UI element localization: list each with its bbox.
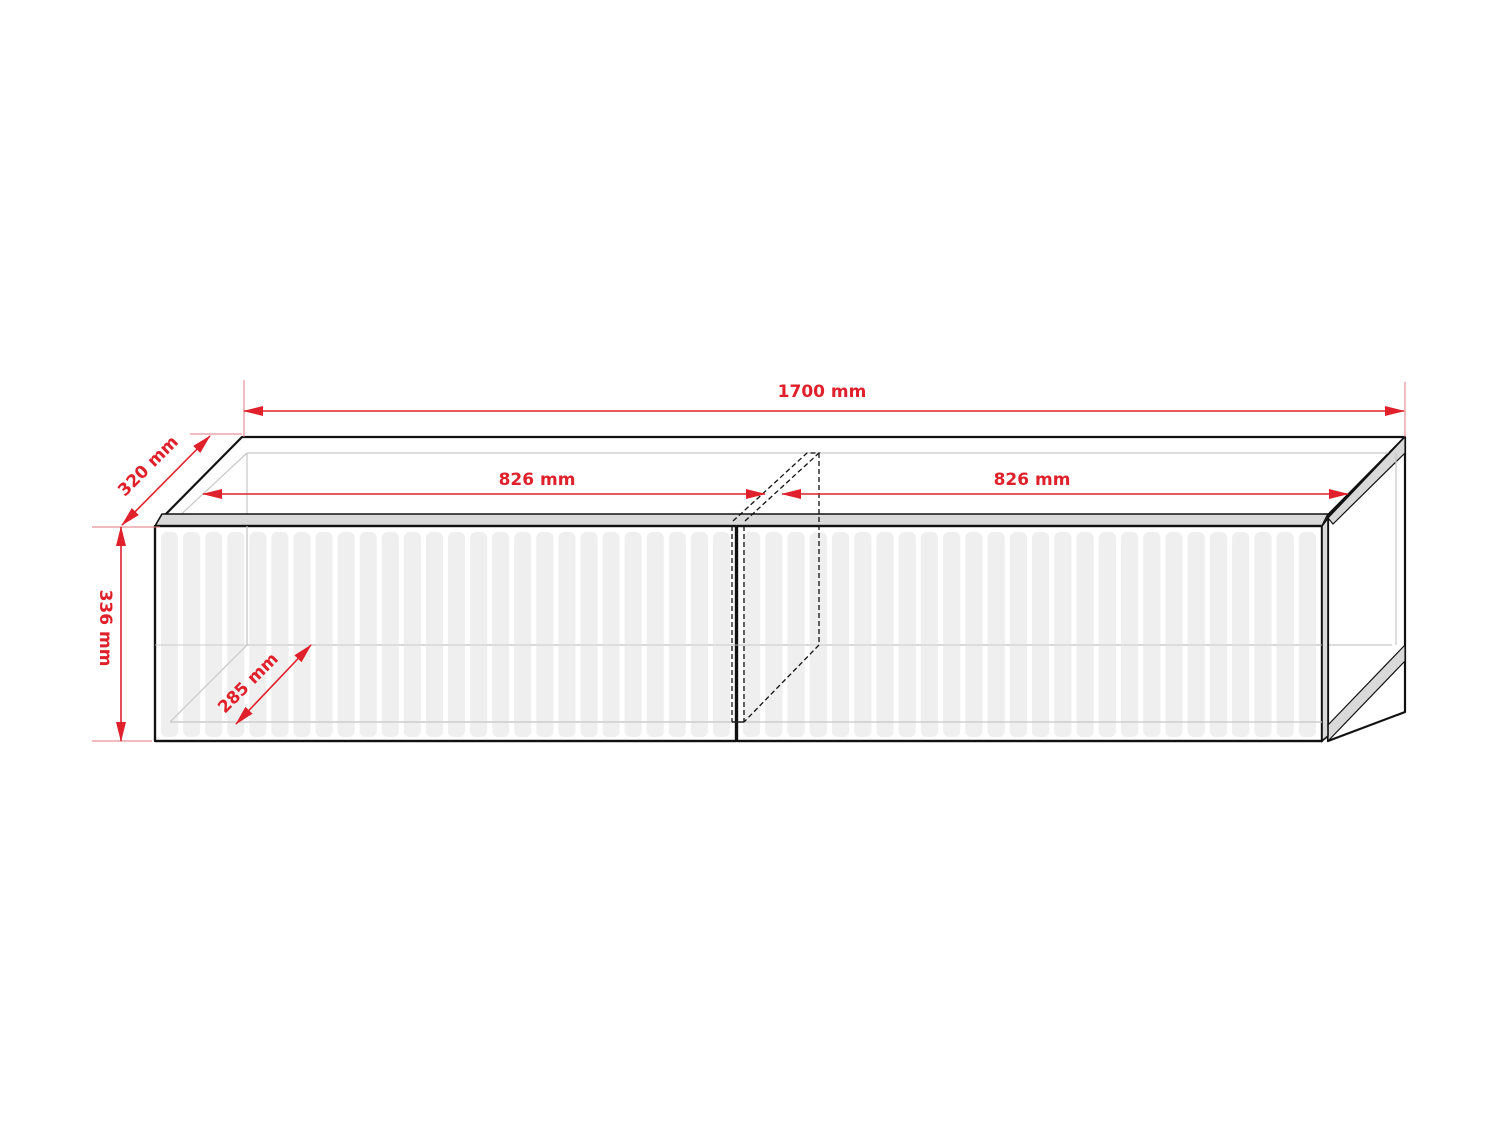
flute bbox=[271, 532, 289, 737]
flute bbox=[1054, 532, 1072, 737]
right-door-edge bbox=[1321, 515, 1329, 743]
flute bbox=[943, 532, 961, 737]
dimension-left-front-width: 826 mm bbox=[202, 470, 766, 499]
flute bbox=[492, 532, 510, 737]
dimension-height: 336 mm bbox=[92, 526, 152, 742]
flute bbox=[831, 532, 850, 737]
flute bbox=[183, 532, 201, 737]
flute bbox=[205, 532, 223, 737]
flute bbox=[1143, 532, 1161, 737]
right-side-top-edge bbox=[1327, 435, 1406, 525]
flute bbox=[1209, 532, 1228, 737]
dimension-label-total-width: 1700 mm bbox=[778, 382, 867, 402]
flute bbox=[514, 532, 532, 737]
flute bbox=[470, 532, 488, 737]
flute bbox=[787, 532, 805, 737]
flutes bbox=[161, 532, 1316, 737]
flute bbox=[712, 532, 730, 737]
flute bbox=[743, 532, 761, 737]
flute bbox=[1009, 532, 1027, 737]
flute bbox=[1276, 532, 1294, 737]
flute bbox=[1120, 532, 1139, 737]
flute bbox=[381, 532, 399, 737]
flute bbox=[646, 532, 664, 737]
flute bbox=[1165, 532, 1183, 737]
dimension-label-depth: 320 mm bbox=[114, 432, 182, 500]
dimension-total-width: 1700 mm bbox=[243, 380, 1406, 437]
flute bbox=[580, 532, 598, 737]
flute bbox=[448, 532, 466, 737]
flute bbox=[403, 532, 421, 737]
dimension-label-height: 336 mm bbox=[95, 590, 115, 667]
flute bbox=[161, 532, 179, 737]
right-side-bottom-edge bbox=[1327, 643, 1406, 743]
dimension-right-front-width: 826 mm bbox=[781, 470, 1349, 499]
flute bbox=[602, 532, 620, 737]
flute bbox=[765, 532, 783, 737]
flute bbox=[359, 532, 377, 737]
inner-left-diagonal-through-door bbox=[169, 644, 248, 723]
flute bbox=[536, 532, 554, 737]
flute bbox=[425, 532, 443, 737]
flute bbox=[293, 532, 311, 737]
flute bbox=[1076, 532, 1094, 737]
flute bbox=[1254, 532, 1272, 737]
dimension-label-right-front: 826 mm bbox=[994, 470, 1071, 490]
flute bbox=[1298, 532, 1316, 737]
flute bbox=[854, 532, 872, 737]
flute bbox=[1187, 532, 1205, 737]
flute bbox=[624, 532, 642, 737]
cabinet-top-face bbox=[160, 435, 1407, 520]
flute bbox=[1232, 532, 1250, 737]
flute bbox=[558, 532, 576, 737]
hidden-center-divider bbox=[731, 452, 821, 723]
inner-left-diagonal-top bbox=[174, 452, 248, 521]
flute bbox=[668, 532, 686, 737]
flute bbox=[965, 532, 983, 737]
dimension-label-left-front: 826 mm bbox=[499, 470, 576, 490]
flute bbox=[898, 532, 916, 737]
flute bbox=[337, 532, 355, 737]
flute bbox=[315, 532, 333, 737]
front-top-edge-strip bbox=[153, 513, 1330, 527]
flute bbox=[987, 532, 1005, 737]
flute bbox=[1032, 532, 1050, 737]
flute bbox=[920, 532, 939, 737]
flute bbox=[809, 532, 827, 737]
flute bbox=[1098, 532, 1116, 737]
flute bbox=[690, 532, 708, 737]
flute bbox=[876, 532, 894, 737]
